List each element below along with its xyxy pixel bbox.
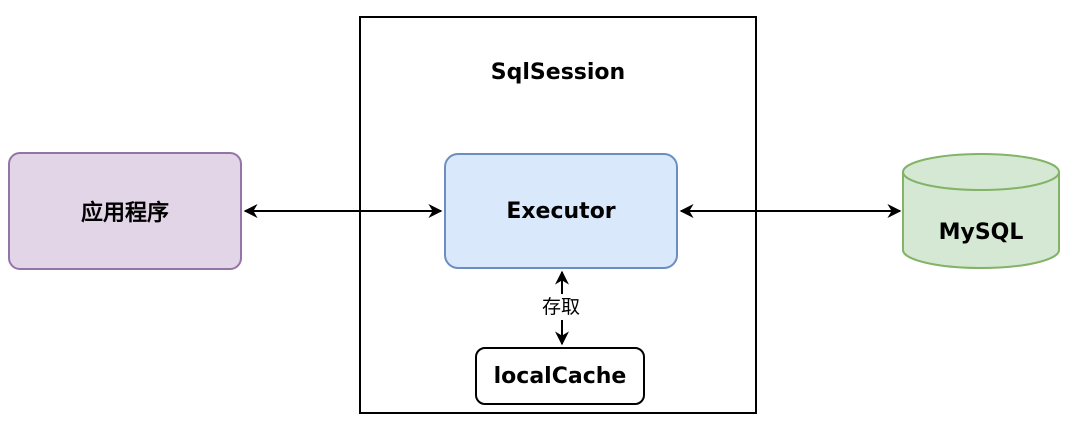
executor-node: Executor — [444, 153, 678, 269]
mysql-node-label: MySQL — [938, 219, 1024, 245]
sqlsession-title: SqlSession — [490, 60, 626, 85]
edge-label-access: 存取 — [530, 294, 592, 320]
localcache-node: localCache — [475, 347, 645, 405]
mysql-cylinder — [902, 153, 1060, 269]
app-node: 应用程序 — [8, 152, 242, 270]
